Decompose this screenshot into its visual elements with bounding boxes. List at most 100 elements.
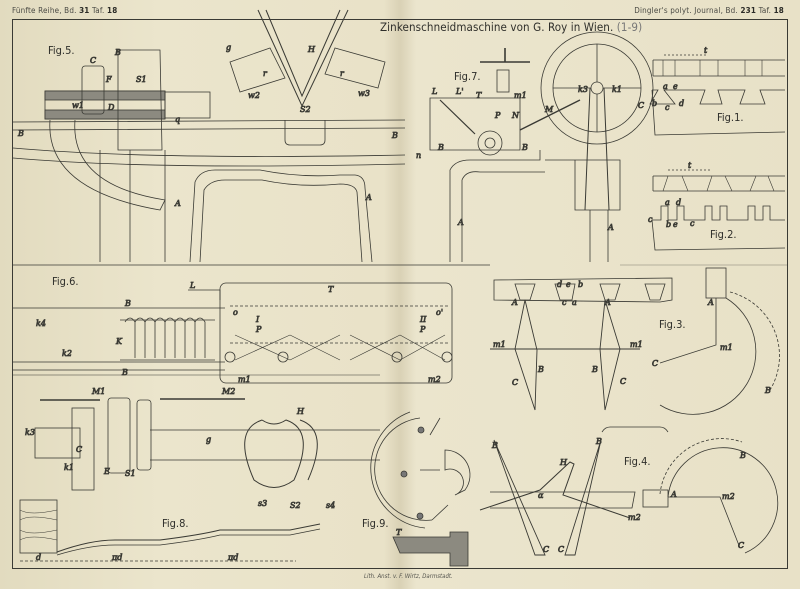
- fig7-handwheel: [480, 48, 530, 63]
- fig8-drawing: d πd πd: [19, 499, 321, 562]
- fig6-letter-P-right: P: [419, 325, 426, 334]
- fig1-letter-d: d: [679, 99, 684, 108]
- fig5-letter-q: q: [175, 115, 180, 124]
- fig6-worm-threads: [124, 317, 206, 358]
- fig2-board-outline: [651, 219, 786, 251]
- fig3-letter-C-circle: C: [652, 359, 658, 368]
- fig3-cutter-left: [514, 299, 538, 411]
- fig7-label: Fig.7.: [454, 70, 481, 83]
- fig3-letter-m1-circle: m1: [720, 343, 733, 352]
- fig4-brace: [601, 426, 669, 433]
- fig6-lower-shaft: [150, 429, 380, 461]
- header-series-plate: 18: [107, 6, 118, 15]
- fig2-drawing: t a d c b e c: [648, 161, 786, 251]
- fig1-letter-e: e: [673, 82, 678, 91]
- fig7-letter-k1: k1: [612, 85, 622, 94]
- fig3-letter-b: b: [578, 280, 583, 289]
- fig1-letter-b: b: [652, 99, 657, 108]
- fig7-carriage: [429, 97, 521, 151]
- fig4-letter-alpha: α: [538, 491, 544, 500]
- fig3-letter-e: e: [566, 280, 571, 289]
- fig2-letter-a: a: [665, 198, 670, 207]
- fig5-letter-F: F: [105, 75, 112, 84]
- fig4-letter-B-right: B: [595, 437, 602, 446]
- fig6-letter-B-top: B: [124, 299, 131, 308]
- fig9-hub: [444, 449, 471, 496]
- fig3-letter-A-left: A: [511, 298, 518, 307]
- fig9-drawing: T: [370, 411, 471, 567]
- fig4-letter-B-left: B: [491, 441, 498, 450]
- fig5-letter-S1: S1: [136, 75, 147, 84]
- fig5-lower-rail: [12, 147, 406, 167]
- fig9-outer-ring: [370, 411, 433, 529]
- fig2-label: Fig.2.: [710, 228, 737, 241]
- fig7-letter-m1: m1: [514, 91, 527, 100]
- fig5-letter-r-right: r: [340, 69, 345, 78]
- fig6-roller-2: [277, 351, 289, 363]
- fig5-section-bottom: [44, 109, 166, 120]
- fig5-curved-guide: [49, 119, 166, 211]
- fig6-carriage-table: [219, 282, 453, 384]
- fig4-letter-C-left: C: [543, 545, 549, 554]
- fig8-cam-curve-top: [56, 523, 321, 553]
- fig6-letter-H: H: [296, 407, 305, 416]
- fig3-letter-B-left: B: [537, 365, 544, 374]
- header-series: Fünfte Reihe, Bd. 31 Taf. 18: [12, 6, 117, 15]
- fig6-label: Fig.6.: [52, 275, 79, 288]
- fig1-board-top: [652, 59, 785, 77]
- fig2-letter-b: b: [666, 220, 671, 229]
- fig9-label: Fig.9.: [362, 517, 389, 530]
- fig4-letter-H: H: [559, 458, 568, 467]
- fig6-letter-E: E: [103, 467, 110, 476]
- fig7-screw-column: [496, 69, 510, 93]
- fig1-letter-a: a: [663, 82, 668, 91]
- fig7-letter-P: P: [494, 111, 501, 120]
- fig9-letter-T: T: [396, 528, 402, 537]
- fig4-letter-C-right: C: [558, 545, 564, 554]
- fig4-linkage-H: [479, 461, 631, 519]
- fig2-letter-c-right: c: [690, 219, 695, 228]
- fig4-workpiece: [490, 491, 636, 509]
- fig6-letter-I: I: [255, 315, 260, 324]
- fig5-arch-inner: [199, 179, 363, 263]
- fig5-letter-H: H: [307, 45, 316, 54]
- fig7-letter-T: T: [476, 91, 482, 100]
- fig6-letter-m1: m1: [238, 375, 251, 384]
- fig8-dim-d: d: [36, 553, 41, 562]
- fig4-letter-C-circle: C: [738, 541, 744, 550]
- fig2-board-marks: [662, 175, 775, 192]
- fig4-label: Fig.4.: [624, 455, 651, 468]
- fig5-v-cutters: [257, 9, 349, 108]
- fig5-letter-w2: w2: [248, 91, 260, 100]
- fig6-letter-P-left: P: [255, 325, 262, 334]
- fig6-letter-o: o: [233, 308, 238, 317]
- fig7-gear-hub: [484, 137, 496, 149]
- fig7-letter-L1: L': [455, 87, 464, 96]
- fig6-pulley-block: [34, 427, 81, 459]
- fig6-letter-II: II: [419, 315, 427, 324]
- fig1-letter-t: t: [704, 46, 708, 55]
- fig6-letter-M2: M2: [221, 387, 235, 396]
- fig5-arch-frame: [189, 169, 373, 263]
- header-series-plate-prefix: Taf.: [92, 6, 105, 15]
- fig9-bolt-3: [416, 512, 424, 520]
- header-journal-plate-prefix: Taf.: [758, 6, 772, 15]
- fig7-letter-k3: k3: [578, 85, 588, 94]
- fig4-cutter-block: [642, 489, 669, 508]
- fig4-arc: [667, 447, 779, 554]
- plate-border: [12, 19, 788, 569]
- fig2-letter-e: e: [673, 220, 678, 229]
- fig6-letter-K: K: [115, 337, 123, 346]
- fig2-letter-t: t: [688, 161, 692, 170]
- fig5-letter-w1: w1: [72, 101, 84, 110]
- fig6-cutter-head-right: [299, 419, 318, 481]
- fig6-letter-B-bottom: B: [121, 368, 128, 377]
- fig5-letter-B-left: B: [17, 129, 24, 138]
- fig6-letter-S1: S1: [125, 469, 136, 478]
- fig6-worm-outline: [120, 319, 215, 361]
- fig1-board-outline: [651, 89, 786, 136]
- fig3-letter-d: d: [557, 280, 562, 289]
- fig6-cutter-heads: [244, 419, 304, 488]
- fig9-section: [392, 531, 469, 567]
